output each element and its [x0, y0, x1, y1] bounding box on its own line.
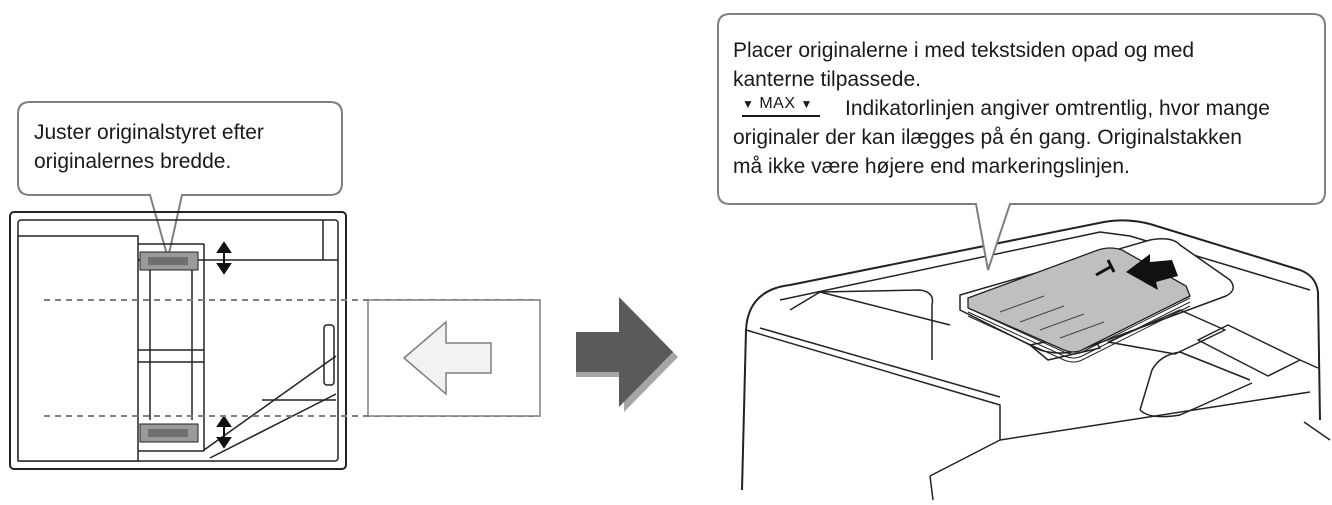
right-callout — [717, 13, 1326, 271]
double-arrow-icon — [216, 241, 232, 275]
left-arrow-icon — [402, 320, 492, 396]
left-callout-label: Juster originalstyret efter originalerne… — [34, 121, 264, 173]
document-guide-top[interactable] — [139, 251, 199, 271]
max-line — [742, 115, 820, 117]
copier-illustration — [741, 219, 1331, 501]
left-callout — [17, 101, 343, 259]
triangle-down-icon: ▼ — [800, 97, 813, 111]
insert-arrow-icon — [1126, 254, 1178, 290]
right-callout-line-1: Placer originalerne i med tekstsiden opa… — [733, 39, 1195, 62]
right-arrow-icon — [576, 297, 678, 412]
max-indicator: ▼ MAX ▼ — [742, 95, 820, 117]
right-callout-line-4: originaler der kan ilægges på én gang. O… — [733, 126, 1242, 149]
right-callout-line-5: må ikke være højere end markeringslinjen… — [733, 155, 1130, 178]
triangle-down-icon: ▼ — [742, 97, 755, 111]
double-arrow-icon — [216, 415, 232, 449]
document-guide-bottom[interactable] — [139, 423, 199, 443]
indicator-description: Indikatorlinjen angiver omtrentlig, hvor… — [845, 97, 1270, 120]
left-callout-text: Juster originalstyret efter originalerne… — [34, 118, 334, 176]
paper-width-lines — [44, 299, 540, 417]
right-callout-text: Placer originalerne i med tekstsiden opa… — [733, 36, 1323, 181]
max-label: MAX — [759, 95, 796, 112]
right-callout-line-2: kanterne tilpassede. — [733, 68, 921, 91]
right-callout-line-3: Indikatorlinjen angiver omtrentlig, hvor… — [733, 94, 1323, 123]
